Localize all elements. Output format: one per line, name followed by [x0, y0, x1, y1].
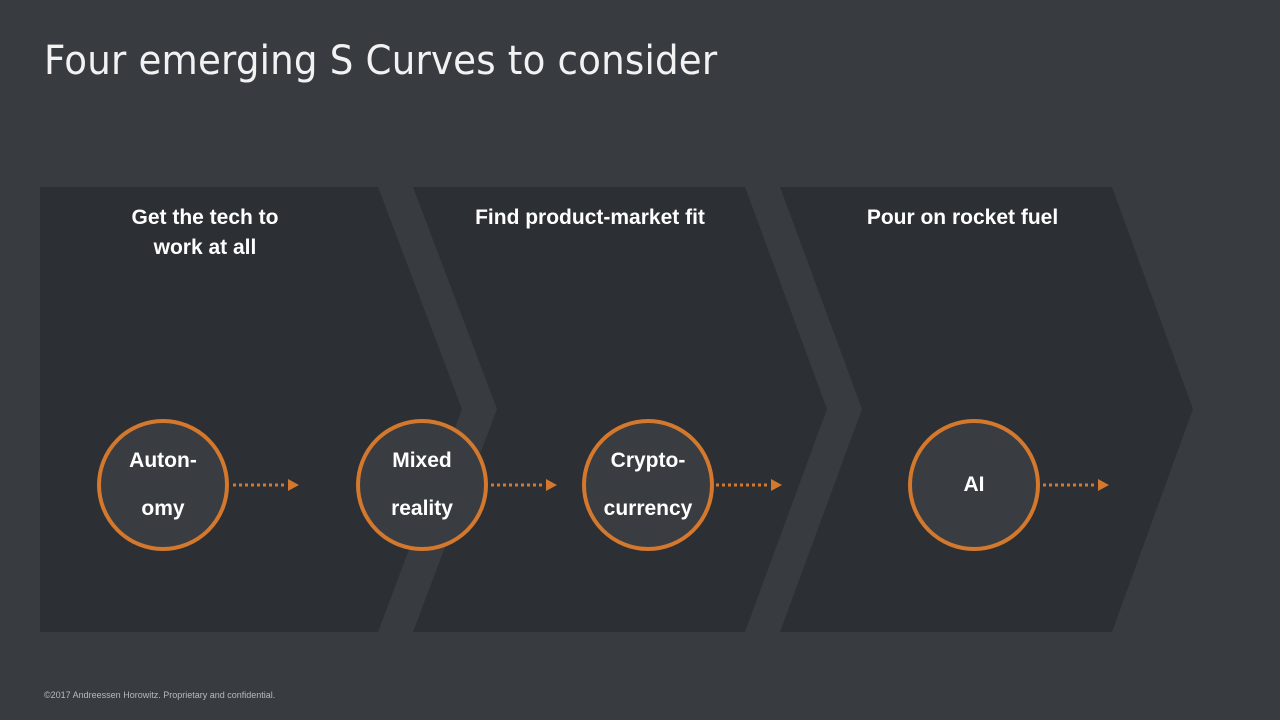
slide-title: Four emerging S Curves to consider	[44, 38, 718, 84]
stage-title-3: Pour on rocket fuel	[866, 206, 1059, 229]
dotted-arrow-right-icon	[1043, 479, 1109, 491]
dotted-arrow-right-icon	[716, 479, 782, 491]
node-ai: AI	[908, 419, 1040, 551]
stage-title-1: Get the tech to work at all	[131, 206, 279, 259]
node-autonomy: Auton- omy	[97, 419, 229, 551]
stage-panel-3	[780, 187, 1193, 632]
dotted-arrow-right-icon	[233, 479, 299, 491]
copyright-footer: ©2017 Andreessen Horowitz. Proprietary a…	[44, 690, 276, 700]
stage-title-2: Find product-market fit	[475, 206, 705, 229]
dotted-arrow-right-icon	[491, 479, 557, 491]
node-mixed-reality: Mixed reality	[356, 419, 488, 551]
stage-panel-2	[413, 187, 827, 632]
node-cryptocurrency: Crypto- currency	[582, 419, 714, 551]
